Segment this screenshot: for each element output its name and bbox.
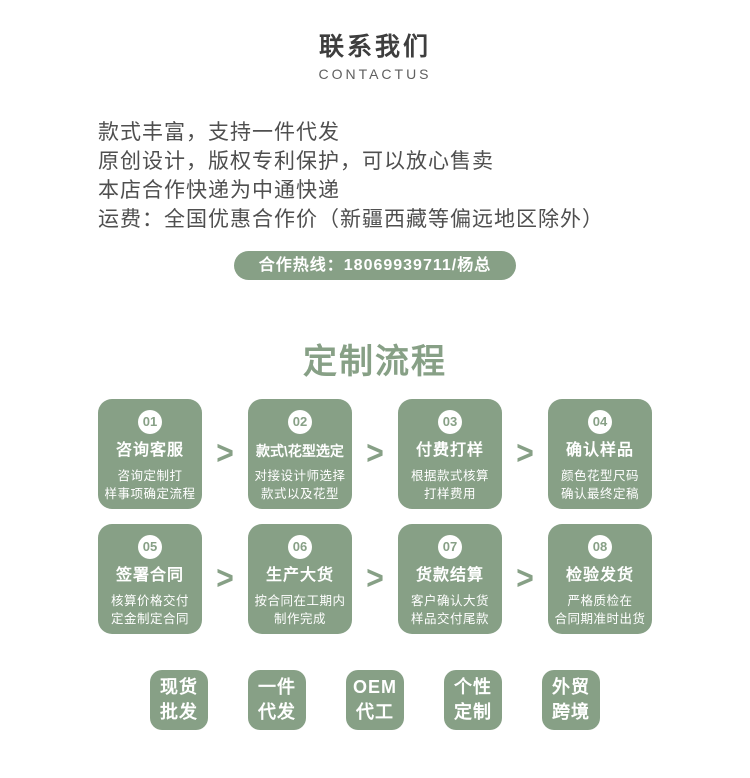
tag-personal-custom: 个性 定制 (444, 670, 502, 730)
step-title: 付费打样 (415, 442, 484, 459)
process-heading: 定制流程 (303, 343, 447, 381)
step-number-badge: 08 (588, 535, 612, 559)
step-title: 生产大货 (265, 567, 334, 584)
process-section: 定制流程 01 咨询客服 咨询定制打 样事项确定流程 > 02 款式\花型选定 … (0, 343, 750, 634)
step-number-badge: 05 (138, 535, 162, 559)
step-description-line: 打样费用 (423, 487, 476, 501)
tag-foreign-trade: 外贸 跨境 (542, 670, 600, 730)
step-description-line: 核算价格交付 (110, 594, 189, 608)
contact-info-list: 款式丰富，支持一件代发 原创设计，版权专利保护，可以放心售卖 本店合作快递为中通… (98, 118, 750, 234)
step-description: 客户确认大货 样品交付尾款 (398, 592, 502, 628)
contact-info-line: 款式丰富，支持一件代发 (98, 121, 340, 144)
tag-line: 外贸 (552, 677, 590, 697)
arrow-right-icon: > (366, 560, 384, 597)
step-title: 款式\花型选定 (256, 443, 344, 459)
arrow-right-icon: > (516, 560, 534, 597)
step-title: 检验发货 (565, 567, 634, 584)
step-title: 货款结算 (415, 567, 484, 584)
step-description-line: 样品交付尾款 (410, 612, 489, 626)
step-description-line: 根据款式核算 (410, 469, 489, 483)
step-description: 严格质检在 合同期准时出货 (548, 592, 652, 628)
step-description-line: 对接设计师选择 (254, 469, 346, 483)
process-step-07: 07 货款结算 客户确认大货 样品交付尾款 (398, 524, 502, 634)
tag-line: 批发 (160, 702, 198, 722)
tag-spot-wholesale: 现货 批发 (150, 670, 208, 730)
tag-line: 现货 (160, 677, 198, 697)
step-description: 核算价格交付 定金制定合同 (98, 592, 202, 628)
tag-line: 一件 (258, 677, 296, 697)
tag-line: 代工 (356, 702, 394, 722)
tag-line: 定制 (454, 702, 492, 722)
step-description: 对接设计师选择 款式以及花型 (248, 467, 352, 503)
step-description: 咨询定制打 样事项确定流程 (98, 467, 202, 503)
step-title: 确认样品 (565, 442, 634, 459)
step-number-badge: 03 (438, 410, 462, 434)
step-number-badge: 04 (588, 410, 612, 434)
step-description-line: 客户确认大货 (410, 594, 489, 608)
arrow-right-icon: > (516, 435, 534, 472)
tag-dropshipping: 一件 代发 (248, 670, 306, 730)
hotline-button[interactable]: 合作热线：18069939711/杨总 (233, 251, 517, 280)
step-description-line: 咨询定制打 (117, 469, 183, 483)
step-description: 根据款式核算 打样费用 (398, 467, 502, 503)
arrow-right-icon: > (366, 435, 384, 472)
step-title: 签署合同 (115, 567, 184, 584)
tag-line: OEM (352, 677, 397, 697)
step-number-badge: 06 (288, 535, 312, 559)
contact-section: 联系我们 CONTACTUS 款式丰富，支持一件代发 原创设计，版权专利保护，可… (0, 0, 750, 280)
step-description: 按合同在工期内 制作完成 (248, 592, 352, 628)
process-step-02: 02 款式\花型选定 对接设计师选择 款式以及花型 (248, 399, 352, 509)
step-description-line: 款式以及花型 (260, 487, 339, 501)
contact-info-line: 本店合作快递为中通快递 (98, 179, 340, 202)
tag-line: 个性 (454, 677, 492, 697)
step-number-badge: 07 (438, 535, 462, 559)
service-tags-row: 现货 批发 一件 代发 OEM 代工 个性 定制 外贸 跨境 (0, 670, 750, 730)
process-step-08: 08 检验发货 严格质检在 合同期准时出货 (548, 524, 652, 634)
process-step-04: 04 确认样品 颜色花型尺码 确认最终定稿 (548, 399, 652, 509)
process-row-2: 05 签署合同 核算价格交付 定金制定合同 > 06 生产大货 按合同在工期内 … (0, 524, 750, 634)
tag-oem: OEM 代工 (346, 670, 404, 730)
contact-info-line: 运费：全国优惠合作价（新疆西藏等偏远地区除外） (98, 208, 604, 231)
step-description: 颜色花型尺码 确认最终定稿 (548, 467, 652, 503)
contact-subtitle: CONTACTUS (318, 66, 432, 82)
contact-title: 联系我们 (318, 33, 431, 61)
process-step-01: 01 咨询客服 咨询定制打 样事项确定流程 (98, 399, 202, 509)
arrow-right-icon: > (216, 560, 234, 597)
process-step-05: 05 签署合同 核算价格交付 定金制定合同 (98, 524, 202, 634)
step-number-badge: 01 (138, 410, 162, 434)
step-description-line: 按合同在工期内 (254, 594, 346, 608)
process-step-03: 03 付费打样 根据款式核算 打样费用 (398, 399, 502, 509)
tag-line: 跨境 (552, 702, 590, 722)
step-description-line: 合同期准时出货 (554, 612, 646, 626)
process-row-1: 01 咨询客服 咨询定制打 样事项确定流程 > 02 款式\花型选定 对接设计师… (0, 399, 750, 509)
step-description-line: 确认最终定稿 (560, 487, 639, 501)
step-title: 咨询客服 (115, 442, 184, 459)
contact-info-line: 原创设计，版权专利保护，可以放心售卖 (98, 150, 494, 173)
step-description-line: 颜色花型尺码 (560, 469, 639, 483)
process-step-06: 06 生产大货 按合同在工期内 制作完成 (248, 524, 352, 634)
arrow-right-icon: > (216, 435, 234, 472)
step-description-line: 制作完成 (273, 612, 326, 626)
step-description-line: 定金制定合同 (110, 612, 189, 626)
tag-line: 代发 (258, 702, 296, 722)
step-description-line: 严格质检在 (567, 594, 633, 608)
step-number-badge: 02 (288, 410, 312, 434)
step-description-line: 样事项确定流程 (104, 487, 196, 501)
